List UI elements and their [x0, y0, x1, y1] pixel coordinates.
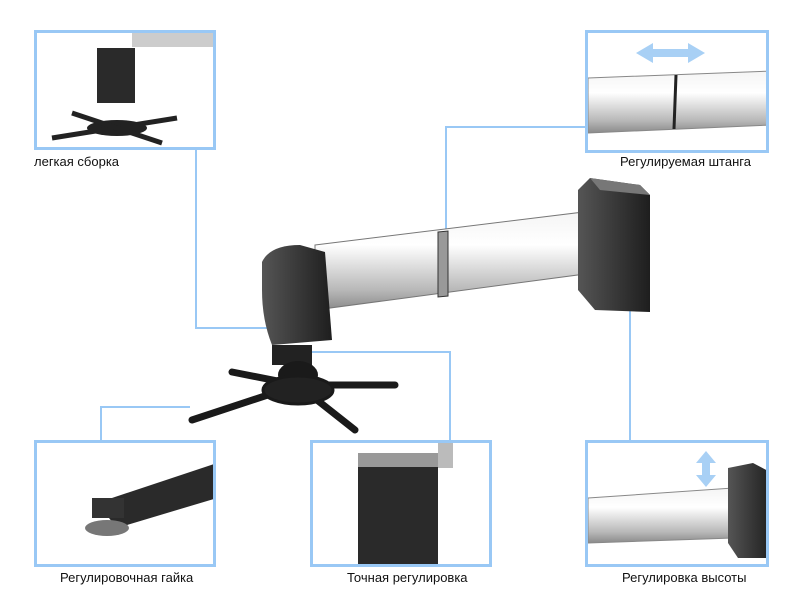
- double-arrow-horizontal-icon: [636, 43, 705, 63]
- adjustable-arm-label: Регулируемая штанга: [620, 154, 751, 169]
- adjusting-nut-image: [85, 464, 213, 536]
- easy-assembly-panel: [34, 30, 216, 150]
- fine-adjustment-label: Точная регулировка: [347, 570, 468, 585]
- easy-assembly-image: [51, 33, 213, 146]
- elbow-joint: [262, 245, 332, 389]
- fine-adjustment-image: [358, 443, 453, 564]
- adjustable-arm-image: [588, 43, 766, 134]
- fine-adjustment-panel: [310, 440, 492, 567]
- height-adjustment-label: Регулировка высоты: [622, 570, 747, 585]
- adjusting-nut-label: Регулировочная гайка: [60, 570, 194, 585]
- adjusting-nut-panel: [34, 440, 216, 567]
- wall-arm-tube: [314, 209, 601, 311]
- easy-assembly-label: легкая сборка: [34, 154, 120, 169]
- height-adjustment-panel: [585, 440, 769, 567]
- wall-plate: [578, 178, 650, 312]
- height-adjustment-image: [588, 451, 766, 558]
- adjustable-arm-panel: [585, 30, 769, 153]
- projector-spider-bracket: [188, 368, 399, 434]
- double-arrow-vertical-icon: [696, 451, 716, 487]
